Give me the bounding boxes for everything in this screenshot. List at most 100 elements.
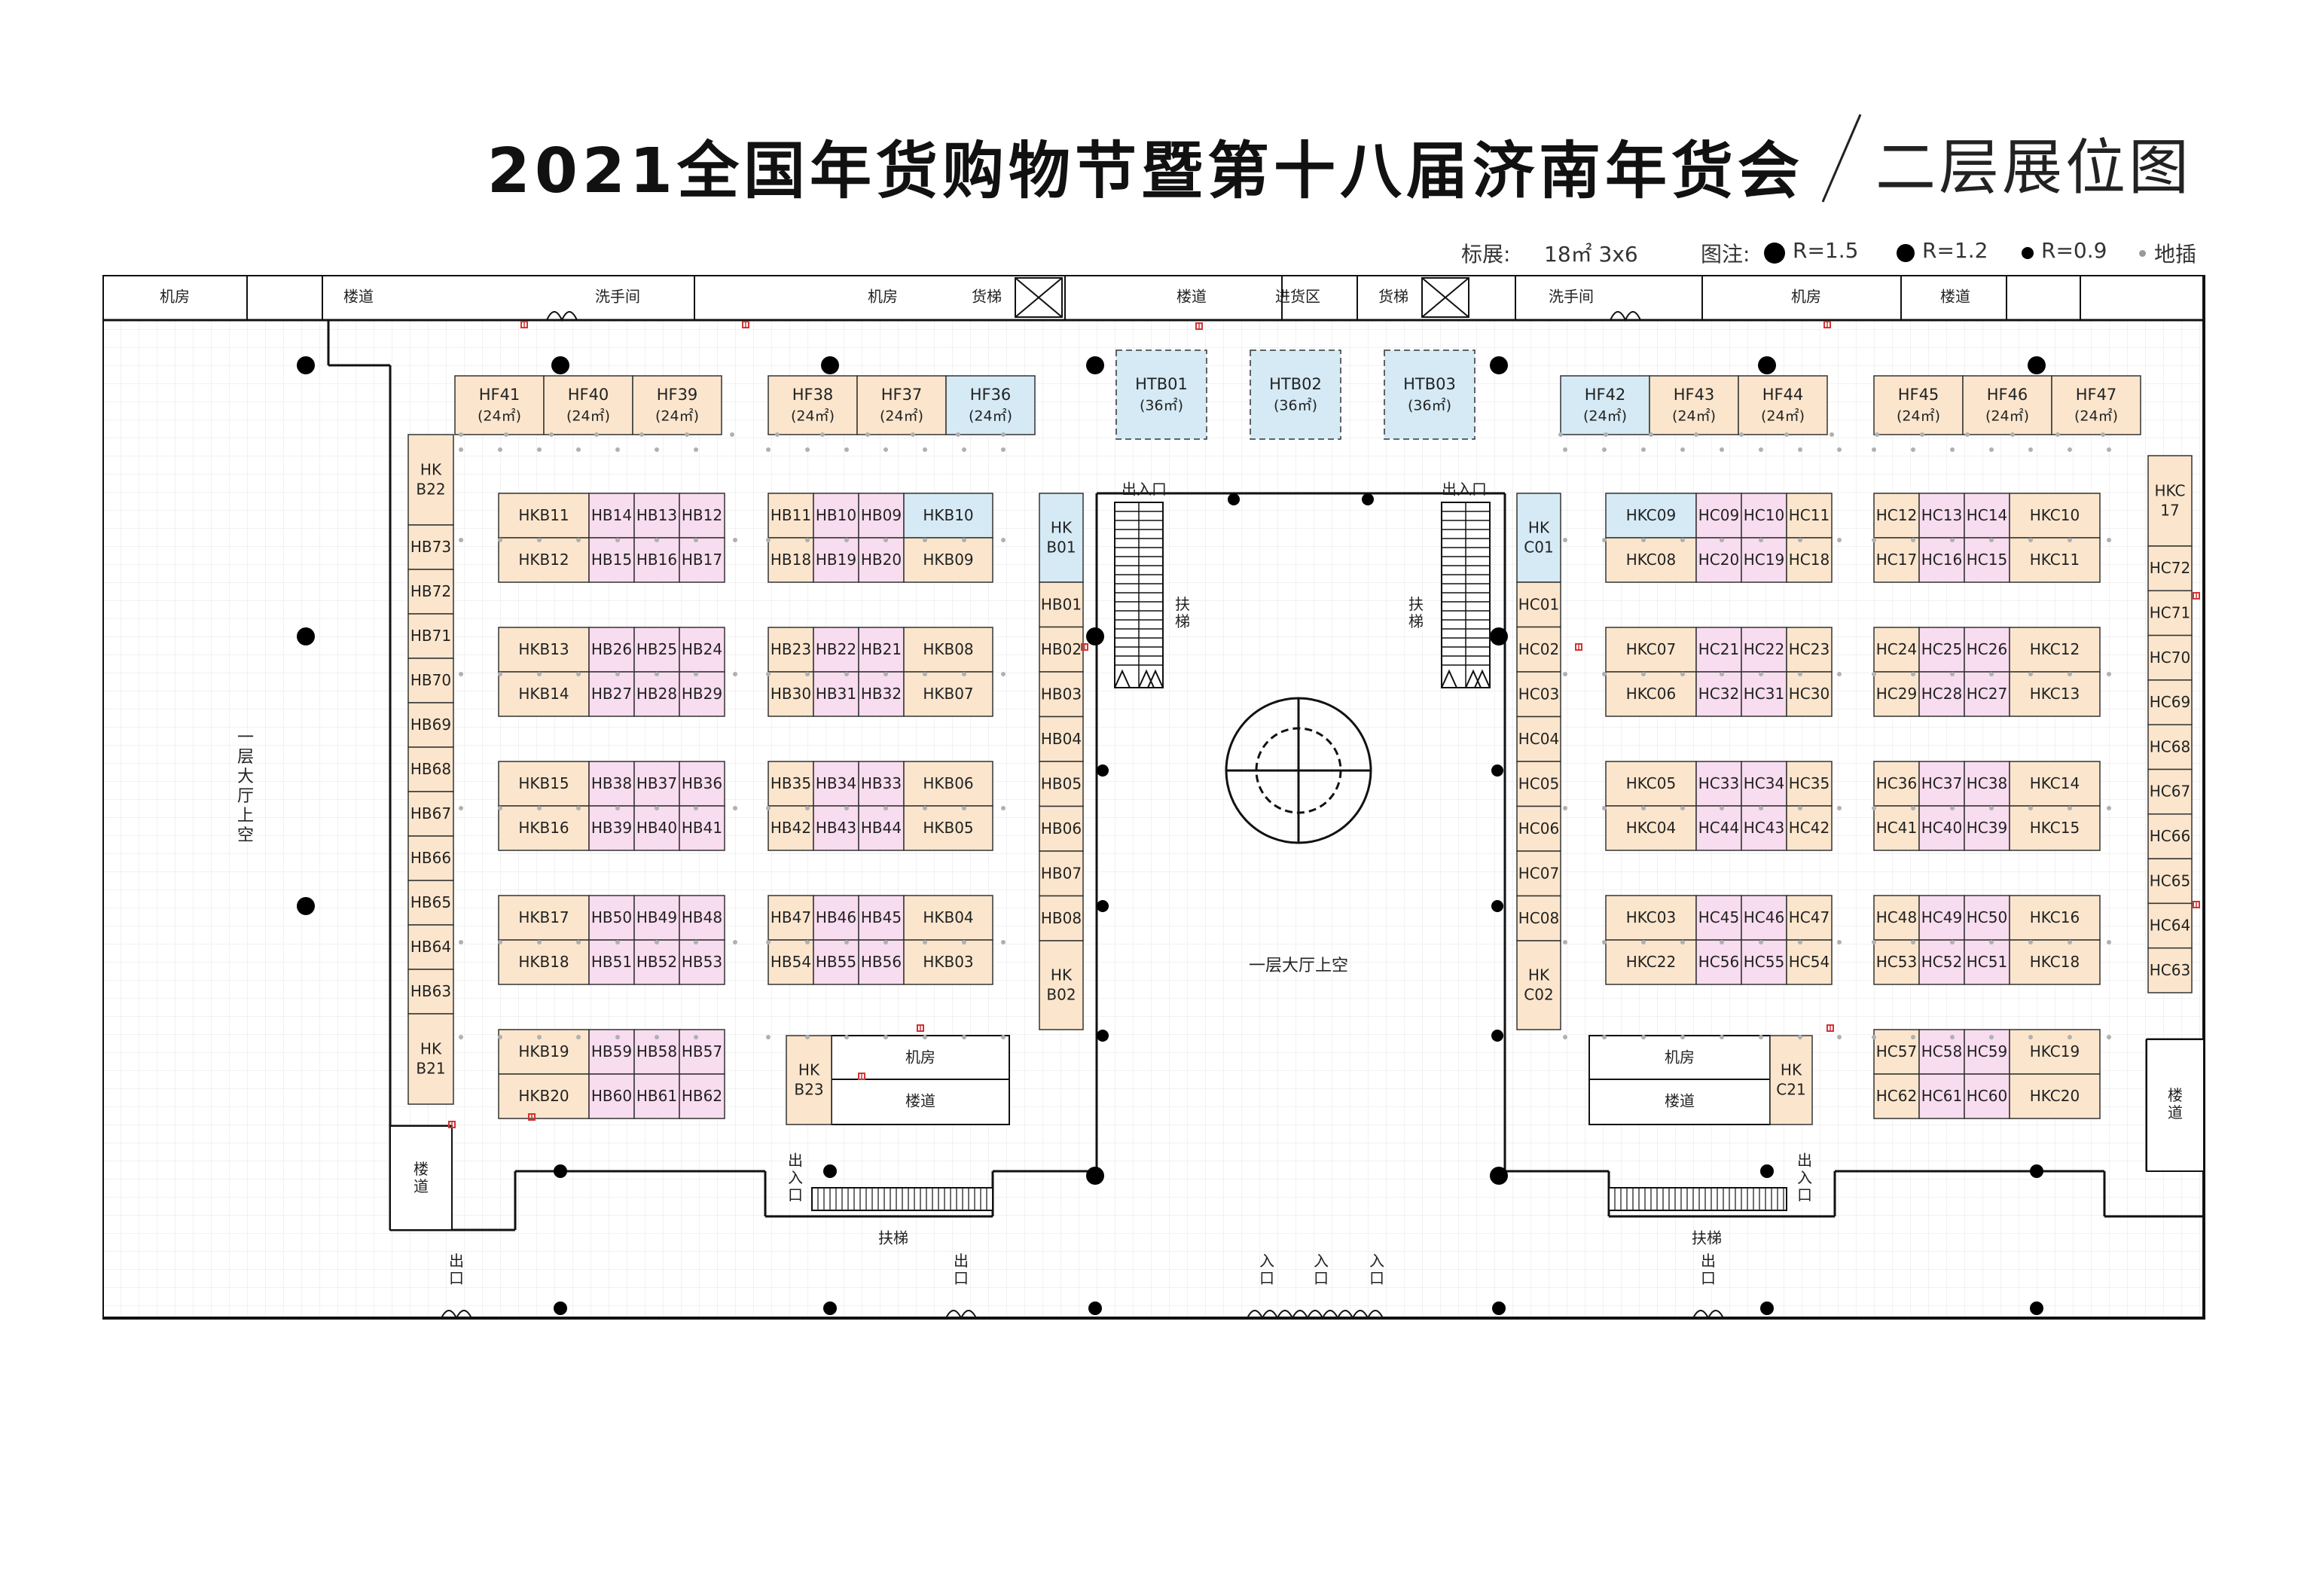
socket-icon	[883, 940, 888, 944]
booth-box	[1516, 761, 1561, 807]
booth-block-d: HC37	[1918, 761, 1965, 807]
socket-icon	[766, 940, 771, 944]
booth-box	[1786, 895, 1833, 941]
booth-box	[1964, 895, 2010, 941]
socket-icon	[805, 672, 810, 676]
socket-icon	[615, 806, 620, 810]
socket-icon	[576, 538, 581, 542]
booth-hf: HF42(24㎡)	[1560, 375, 1650, 435]
booth-block-d: HKC20	[2009, 1073, 2101, 1119]
socket-icon	[2101, 432, 2105, 437]
booth-left-col: HB63	[407, 969, 454, 1015]
title-bar: 2021全国年货购物节暨第十八届济南年货会 二层展位图	[0, 113, 2298, 211]
socket-icon	[685, 432, 689, 437]
socket-icon	[1759, 1035, 1763, 1039]
socket-icon	[694, 447, 698, 452]
socket-icon	[1837, 806, 1842, 810]
socket-icon	[1720, 672, 1724, 676]
booth-label: C02	[1524, 986, 1553, 1004]
socket-icon	[844, 940, 849, 944]
booth-label: HB71	[410, 627, 451, 645]
page-title: 2021全国年货购物节暨第十八届济南年货会	[487, 136, 1804, 207]
booth-label: HK	[1781, 1061, 1802, 1079]
booth-block-d: HC52	[1918, 939, 1965, 985]
booth-block-d: HC36	[1873, 761, 1920, 807]
booth-block-c: HC33	[1695, 761, 1742, 807]
socket-icon	[1875, 432, 1879, 437]
booth-label: HC32	[1698, 685, 1739, 703]
booth-label: HC61	[1921, 1087, 1962, 1105]
booth-label: HC40	[1921, 819, 1962, 837]
booth-label: HKC08	[1626, 551, 1676, 569]
booth-label: HB06	[1041, 819, 1082, 838]
booth-label: HKC12	[2030, 640, 2080, 658]
socket-icon	[962, 940, 966, 944]
door-icon	[1247, 1310, 1384, 1320]
socket-icon	[1911, 447, 1915, 452]
booth-hc-col: HC03	[1516, 671, 1561, 718]
socket-icon	[1649, 432, 1653, 437]
booth-area: (24㎡)	[566, 407, 610, 425]
outlet-icon	[1575, 643, 1582, 651]
booth-label: HB17	[682, 551, 722, 569]
booth-label: HKC22	[1626, 953, 1676, 971]
booth-label: HB51	[591, 953, 632, 971]
booth-label: HC24	[1876, 640, 1917, 658]
socket-icon	[766, 806, 771, 810]
socket-icon	[498, 538, 502, 542]
booth-label: HC55	[1744, 953, 1784, 971]
booth-label: HC17	[1876, 551, 1917, 569]
socket-icon	[576, 940, 581, 944]
socket-icon	[1989, 806, 1994, 810]
booth-box	[813, 939, 859, 985]
entry-label-char: 入	[1259, 1252, 1274, 1270]
booth-label: HC53	[1876, 953, 1917, 971]
socket-icon	[1989, 940, 1994, 944]
booth-block-c: HC21	[1695, 627, 1742, 673]
legend-dot-large-icon	[1764, 243, 1785, 264]
booth-label: HTB03	[1403, 375, 1456, 393]
booth-block-c: HC47	[1786, 895, 1833, 941]
booth-label: HKB06	[923, 774, 973, 792]
booth-block-b: HB45	[858, 895, 905, 941]
booth-box	[903, 671, 993, 717]
booth-label: HF46	[1987, 386, 2028, 404]
booth-label: HKB14	[518, 685, 569, 703]
left-void-label-char: 上	[237, 807, 254, 825]
booth-htb: HTB03 (36㎡)	[1384, 349, 1476, 440]
booth-box	[1964, 939, 2010, 985]
socket-icon	[1911, 538, 1915, 542]
booth-block-a: HB12	[679, 493, 725, 539]
booth-box	[1962, 375, 2052, 435]
booth-label: HKB19	[518, 1042, 569, 1060]
booth-area: (36㎡)	[1408, 397, 1451, 414]
booth-area: (24㎡)	[880, 407, 923, 425]
booth-label: HKC20	[2030, 1087, 2080, 1105]
booth-box	[679, 1073, 725, 1119]
exit-label-char: 口	[449, 1269, 464, 1287]
booth-box	[2147, 947, 2193, 993]
booth-hf: HF40(24㎡)	[543, 375, 633, 435]
booth-block-b: HB19	[813, 537, 859, 583]
socket-icon	[1001, 1035, 1006, 1039]
booth-block-c: HKC06	[1605, 671, 1697, 717]
booth-label: B02	[1046, 986, 1076, 1004]
socket-icon	[733, 538, 737, 542]
booth-label: HKC03	[1626, 908, 1676, 926]
booth-box	[1695, 761, 1742, 807]
legend-standard-size: 18㎡ 3x6	[1544, 242, 1638, 267]
booth-box	[1964, 671, 2010, 717]
booth-label: HC72	[2150, 559, 2190, 577]
booth-block-c: HC09	[1695, 493, 1742, 539]
socket-icon	[537, 940, 542, 944]
socket-icon	[1798, 806, 1802, 810]
socket-icon	[1720, 940, 1724, 944]
booth-label: HKC14	[2030, 774, 2080, 792]
socket-icon	[1563, 940, 1567, 944]
socket-icon	[1680, 806, 1685, 810]
booth-label: HB40	[636, 819, 677, 837]
entrance-exit-label: 出入口	[1122, 481, 1167, 499]
booth-box	[856, 375, 947, 435]
socket-icon	[766, 1035, 771, 1039]
